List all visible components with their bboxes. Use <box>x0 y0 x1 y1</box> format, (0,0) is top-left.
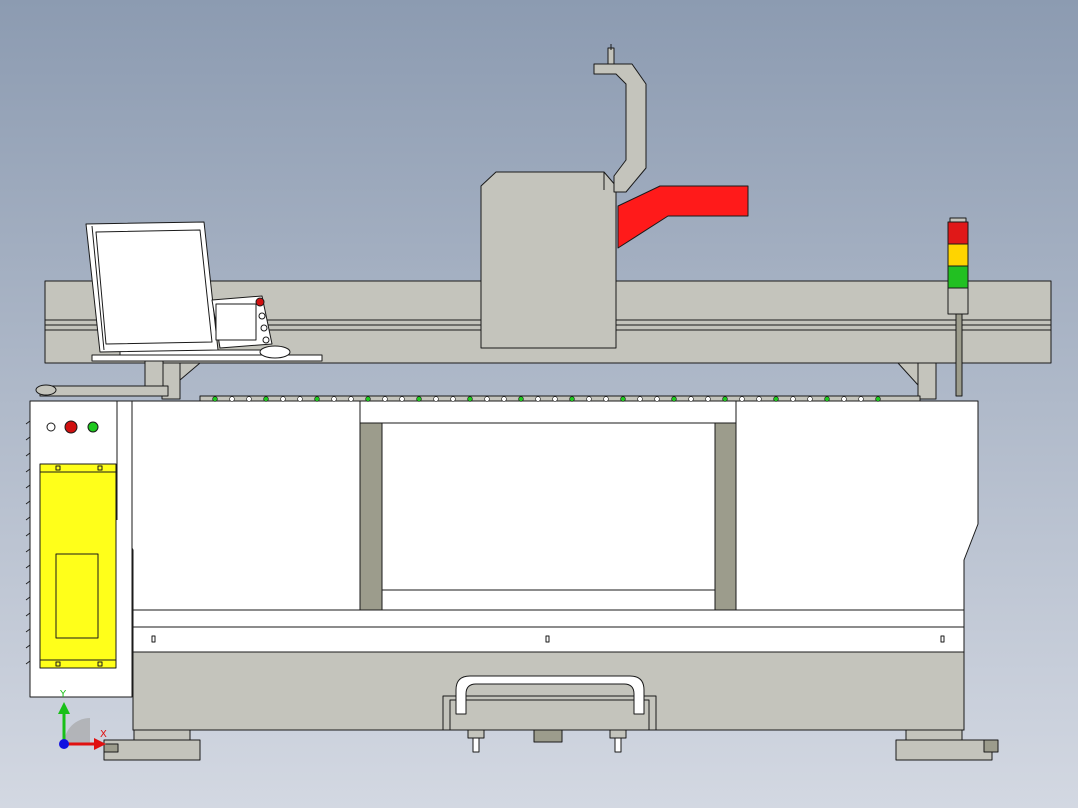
drawer[interactable] <box>442 675 657 731</box>
print-head[interactable] <box>480 171 617 349</box>
roller <box>756 396 762 402</box>
roller <box>586 396 592 402</box>
y-axis-label: Y <box>59 689 67 700</box>
center-bracket <box>533 729 563 743</box>
roller <box>807 396 813 402</box>
roller <box>569 396 575 402</box>
roller <box>314 396 320 402</box>
viewing-window <box>359 400 737 611</box>
drawer-handle[interactable] <box>455 675 645 715</box>
roller <box>331 396 337 402</box>
stack-light <box>947 217 969 397</box>
stack-light-yellow <box>947 243 969 267</box>
roller <box>603 396 609 402</box>
caster-left <box>467 729 485 753</box>
roller <box>399 396 405 402</box>
red-arm[interactable] <box>617 185 749 249</box>
roller <box>824 396 830 402</box>
roller <box>484 396 490 402</box>
vent-slots <box>25 420 31 665</box>
stack-light-green <box>947 265 969 289</box>
roller <box>620 396 626 402</box>
axis-triad: Y X <box>58 689 107 750</box>
roller <box>705 396 711 402</box>
monitor[interactable] <box>85 221 219 353</box>
roller <box>280 396 286 402</box>
roller <box>841 396 847 402</box>
stack-light-red <box>947 221 969 245</box>
roller <box>552 396 558 402</box>
c-arm-bracket <box>593 44 647 193</box>
roller <box>365 396 371 402</box>
roller <box>688 396 694 402</box>
roller <box>773 396 779 402</box>
roller <box>501 396 507 402</box>
green-button[interactable] <box>87 421 99 433</box>
estop-button[interactable] <box>255 297 265 307</box>
foot-left <box>103 729 201 761</box>
roller <box>416 396 422 402</box>
roller <box>654 396 660 402</box>
monitor-arm <box>35 359 169 397</box>
roller <box>535 396 541 402</box>
roller <box>263 396 269 402</box>
roller <box>858 396 864 402</box>
roller <box>348 396 354 402</box>
roller <box>433 396 439 402</box>
roller <box>382 396 388 402</box>
roller <box>671 396 677 402</box>
red-button[interactable] <box>64 420 78 434</box>
yellow-door[interactable] <box>39 463 117 669</box>
keyboard-shelf <box>91 345 323 362</box>
roller <box>739 396 745 402</box>
foot-right <box>895 729 999 761</box>
power-switch[interactable] <box>46 422 56 432</box>
axis-origin <box>59 739 69 749</box>
roller <box>875 396 881 402</box>
roller <box>212 396 218 402</box>
control-panel[interactable] <box>211 295 273 349</box>
caster-right <box>609 729 627 753</box>
roller <box>450 396 456 402</box>
roller-dots <box>212 396 881 402</box>
roller <box>229 396 235 402</box>
roller <box>637 396 643 402</box>
roller <box>246 396 252 402</box>
roller <box>518 396 524 402</box>
roller <box>722 396 728 402</box>
control-panel-screen <box>215 303 257 341</box>
roller <box>467 396 473 402</box>
roller <box>297 396 303 402</box>
x-axis-label: X <box>100 729 107 740</box>
roller <box>790 396 796 402</box>
